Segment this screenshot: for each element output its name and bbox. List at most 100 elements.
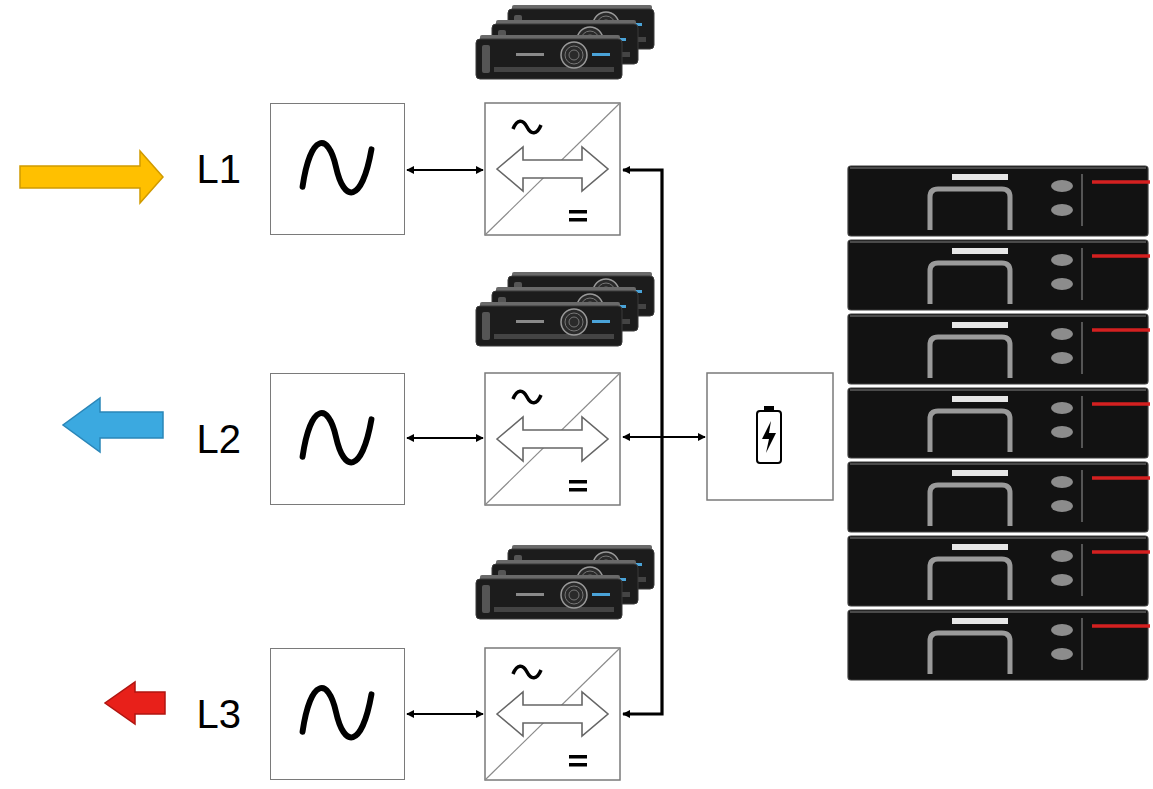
module-handle xyxy=(930,189,1010,230)
ac-link xyxy=(407,169,483,171)
sine-symbol xyxy=(271,374,404,504)
module-edge xyxy=(850,389,1146,391)
module-edge xyxy=(850,611,1146,613)
battery-module xyxy=(848,388,1150,458)
unit-fan xyxy=(561,582,587,608)
unit-led xyxy=(592,320,610,323)
inverter-stack xyxy=(476,5,654,79)
module-body xyxy=(848,314,1148,384)
module-cable xyxy=(1092,328,1150,332)
module-cable xyxy=(1092,254,1150,258)
module-handle xyxy=(930,485,1010,526)
unit-body xyxy=(476,306,622,346)
module-connector xyxy=(1051,574,1073,586)
inverter-diagonal xyxy=(485,648,620,780)
module-connector xyxy=(1051,352,1073,364)
ac-source-box: L1 xyxy=(270,103,405,235)
lightning-bolt xyxy=(762,421,776,453)
inverter-outline xyxy=(485,373,620,505)
unit-fan-ring xyxy=(565,586,583,604)
phase-arrow xyxy=(63,398,163,452)
phase-arrow xyxy=(20,151,163,203)
ac-symbol xyxy=(513,121,541,133)
inverter-box xyxy=(485,373,620,505)
module-cable xyxy=(1092,402,1150,406)
unit-bezel xyxy=(494,334,614,339)
inverter-diagonal xyxy=(485,103,620,235)
phase-label: L1 xyxy=(197,147,242,191)
module-label xyxy=(952,470,1008,476)
ac-symbol xyxy=(513,391,541,403)
unit-fan xyxy=(561,42,587,68)
unit-body xyxy=(476,579,622,619)
battery-icon xyxy=(757,411,781,463)
unit-handle xyxy=(482,312,490,340)
module-port xyxy=(1081,174,1083,226)
battery-module xyxy=(848,536,1150,606)
module-connector xyxy=(1051,180,1073,192)
unit-handle xyxy=(482,45,490,73)
module-connector xyxy=(1051,278,1073,290)
unit-logo xyxy=(516,593,544,596)
dc-symbol xyxy=(569,480,587,484)
module-handle xyxy=(930,633,1010,674)
module-label xyxy=(952,322,1008,328)
unit-body xyxy=(476,39,622,79)
module-cable xyxy=(1092,624,1150,628)
unit-fan-ring xyxy=(565,313,583,331)
dc-symbol xyxy=(569,488,587,492)
bidirectional-arrow xyxy=(497,417,608,461)
sine-wave xyxy=(303,688,372,737)
phase-label: L2 xyxy=(197,417,242,461)
unit-handle xyxy=(482,585,490,613)
unit-fan-ring xyxy=(565,46,583,64)
dc-symbol xyxy=(569,218,587,222)
dc-bus xyxy=(623,170,662,714)
unit-logo xyxy=(516,320,544,323)
module-edge xyxy=(850,241,1146,243)
sine-symbol xyxy=(271,649,404,779)
sine-symbol xyxy=(271,104,404,234)
inverter-unit xyxy=(476,35,622,79)
module-cable xyxy=(1092,476,1150,480)
module-port xyxy=(1081,470,1083,522)
module-port xyxy=(1081,618,1083,670)
battery-box-outline xyxy=(707,373,833,500)
phase-arrow xyxy=(105,682,165,724)
ac-link xyxy=(407,713,483,715)
module-edge xyxy=(850,463,1146,465)
module-connector xyxy=(1051,624,1073,636)
ac-source-box: L2 xyxy=(270,373,405,505)
dc-symbol xyxy=(569,755,587,759)
unit-fan-ring xyxy=(569,317,579,327)
battery-link xyxy=(623,436,705,438)
module-body xyxy=(848,462,1148,532)
inverter-box xyxy=(485,648,620,780)
module-body xyxy=(848,536,1148,606)
inverter-outline xyxy=(485,648,620,780)
inverter-unit xyxy=(476,302,622,346)
unit-led xyxy=(592,593,610,596)
unit-fan-ring xyxy=(569,590,579,600)
battery-module xyxy=(848,314,1150,384)
module-connector xyxy=(1051,648,1073,660)
module-label xyxy=(952,174,1008,180)
unit-fan-ring xyxy=(569,50,579,60)
sine-wave xyxy=(303,143,372,192)
module-handle xyxy=(930,263,1010,304)
module-edge xyxy=(850,537,1146,539)
module-connector xyxy=(1051,204,1073,216)
ac-symbol xyxy=(513,666,541,678)
unit-bezel xyxy=(494,67,614,72)
module-handle xyxy=(930,411,1010,452)
inverter-unit xyxy=(476,575,622,619)
dc-symbol xyxy=(569,763,587,767)
unit-logo xyxy=(516,53,544,56)
phase-label: L3 xyxy=(197,692,242,736)
sine-wave xyxy=(303,413,372,462)
module-connector xyxy=(1051,254,1073,266)
module-edge xyxy=(850,315,1146,317)
module-label xyxy=(952,396,1008,402)
module-handle xyxy=(930,337,1010,378)
module-port xyxy=(1081,544,1083,596)
